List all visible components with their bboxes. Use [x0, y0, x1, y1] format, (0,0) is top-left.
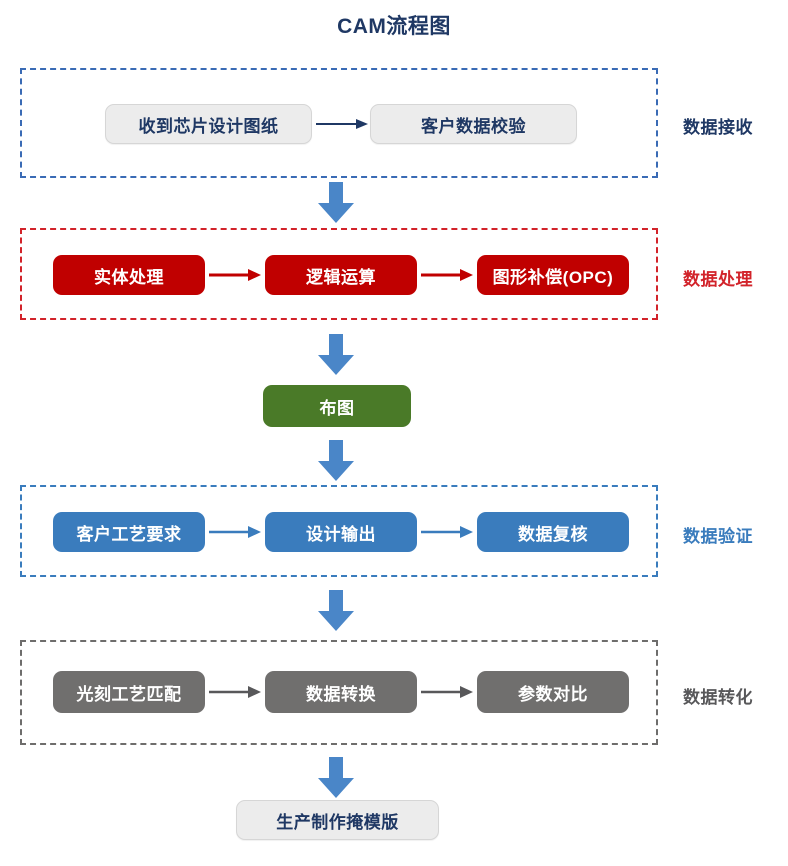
node-customer-process-requirement[interactable]: 客户工艺要求	[53, 512, 205, 552]
node-parameter-comparison[interactable]: 参数对比	[477, 671, 629, 713]
section-data-processing	[20, 228, 658, 320]
section-label-data-processing: 数据处理	[683, 270, 753, 289]
section-label-data-reception: 数据接收	[683, 118, 753, 137]
node-produce-mask[interactable]: 生产制作掩模版	[236, 800, 439, 840]
node-lithography-process-match[interactable]: 光刻工艺匹配	[53, 671, 205, 713]
down-block-arrow-3	[316, 440, 356, 482]
section-data-verification	[20, 485, 658, 577]
down-block-arrow-1	[316, 182, 356, 224]
arrow-s2-2	[421, 267, 473, 283]
node-logic-operation[interactable]: 逻辑运算	[265, 255, 417, 295]
node-opc-compensation[interactable]: 图形补偿(OPC)	[477, 255, 629, 295]
arrow-s3-1	[209, 524, 261, 540]
section-data-transformation	[20, 640, 658, 745]
page-title: CAM流程图	[337, 15, 451, 38]
down-block-arrow-4	[316, 590, 356, 632]
arrow-s3-2	[421, 524, 473, 540]
node-receive-chip-design[interactable]: 收到芯片设计图纸	[105, 104, 312, 144]
arrow-s2-1	[209, 267, 261, 283]
arrow-s4-1	[209, 684, 261, 700]
arrow-s1-1	[316, 116, 368, 132]
node-customer-data-check[interactable]: 客户数据校验	[370, 104, 577, 144]
node-data-conversion[interactable]: 数据转换	[265, 671, 417, 713]
section-data-reception	[20, 68, 658, 178]
node-data-recheck[interactable]: 数据复核	[477, 512, 629, 552]
section-label-data-verification: 数据验证	[683, 527, 753, 546]
down-block-arrow-5	[316, 757, 356, 799]
node-layout[interactable]: 布图	[263, 385, 411, 427]
node-entity-processing[interactable]: 实体处理	[53, 255, 205, 295]
section-label-data-transformation: 数据转化	[683, 688, 753, 707]
down-block-arrow-2	[316, 334, 356, 376]
node-design-output[interactable]: 设计输出	[265, 512, 417, 552]
arrow-s4-2	[421, 684, 473, 700]
